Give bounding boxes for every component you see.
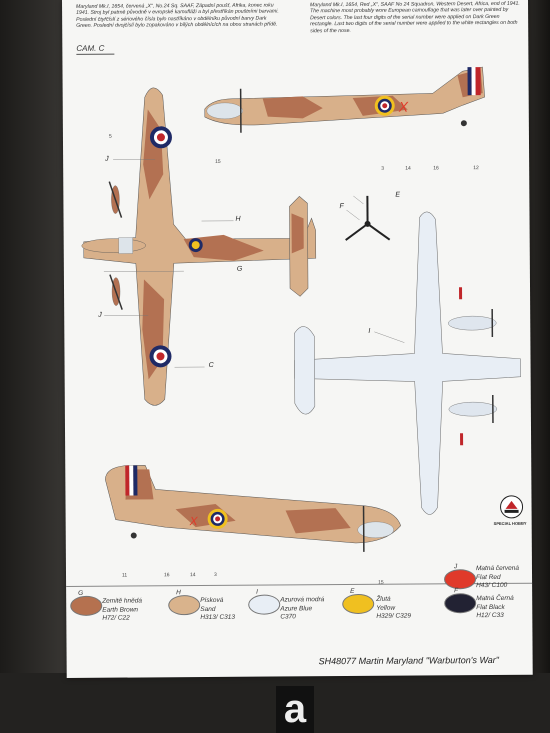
part-number: 15 bbox=[215, 158, 221, 165]
instruction-sheet: Maryland Mk.I, 1654, červená „X“, No.24 … bbox=[62, 0, 533, 678]
part-number: 12 bbox=[473, 165, 479, 172]
swatch-azure-blue bbox=[248, 594, 281, 615]
callout-e: E bbox=[395, 191, 401, 199]
aircraft-drawings: X X bbox=[81, 66, 521, 552]
callout-i: I bbox=[368, 327, 371, 335]
swatch-sand bbox=[168, 595, 201, 616]
part-number: 14 bbox=[189, 572, 196, 579]
swatch-flat-black bbox=[444, 593, 477, 614]
callout-g: G bbox=[236, 265, 243, 273]
part-number: 16 bbox=[163, 572, 170, 579]
underside-view-aircraft bbox=[294, 211, 521, 515]
part-number: 3 bbox=[381, 165, 384, 172]
part-number: 3 bbox=[213, 571, 217, 578]
part-number: 16 bbox=[433, 165, 439, 172]
backdrop-left bbox=[0, 0, 70, 733]
callout-j-bottom: J bbox=[98, 311, 102, 319]
swatch-earth-brown bbox=[70, 595, 103, 616]
sheet-footer-title: SH48077 Martin Maryland "Warburton's War… bbox=[318, 654, 500, 667]
callout-h: H bbox=[235, 215, 241, 223]
part-number: 11 bbox=[121, 572, 128, 579]
side-view-right-aircraft: X bbox=[204, 66, 485, 133]
swatch-flat-red bbox=[443, 569, 477, 590]
part-number: 14 bbox=[405, 165, 411, 172]
swatch-yellow bbox=[342, 593, 375, 615]
callout-f: F bbox=[339, 203, 344, 211]
corner-tag: a bbox=[276, 686, 314, 733]
special-hobby-logo bbox=[499, 495, 524, 519]
callout-c: C bbox=[208, 361, 214, 369]
leader-lines bbox=[103, 159, 405, 368]
backdrop-bottom bbox=[0, 673, 550, 733]
logo-text: SPECIAL HOBBY bbox=[493, 520, 527, 526]
svg-text:X: X bbox=[189, 514, 199, 528]
side-view-left-aircraft: X bbox=[105, 465, 401, 552]
callout-j-top: J bbox=[105, 155, 109, 163]
propeller-detail bbox=[345, 195, 391, 241]
top-view-aircraft bbox=[81, 87, 317, 406]
svg-text:X: X bbox=[398, 99, 409, 115]
part-number: 5 bbox=[108, 133, 112, 140]
